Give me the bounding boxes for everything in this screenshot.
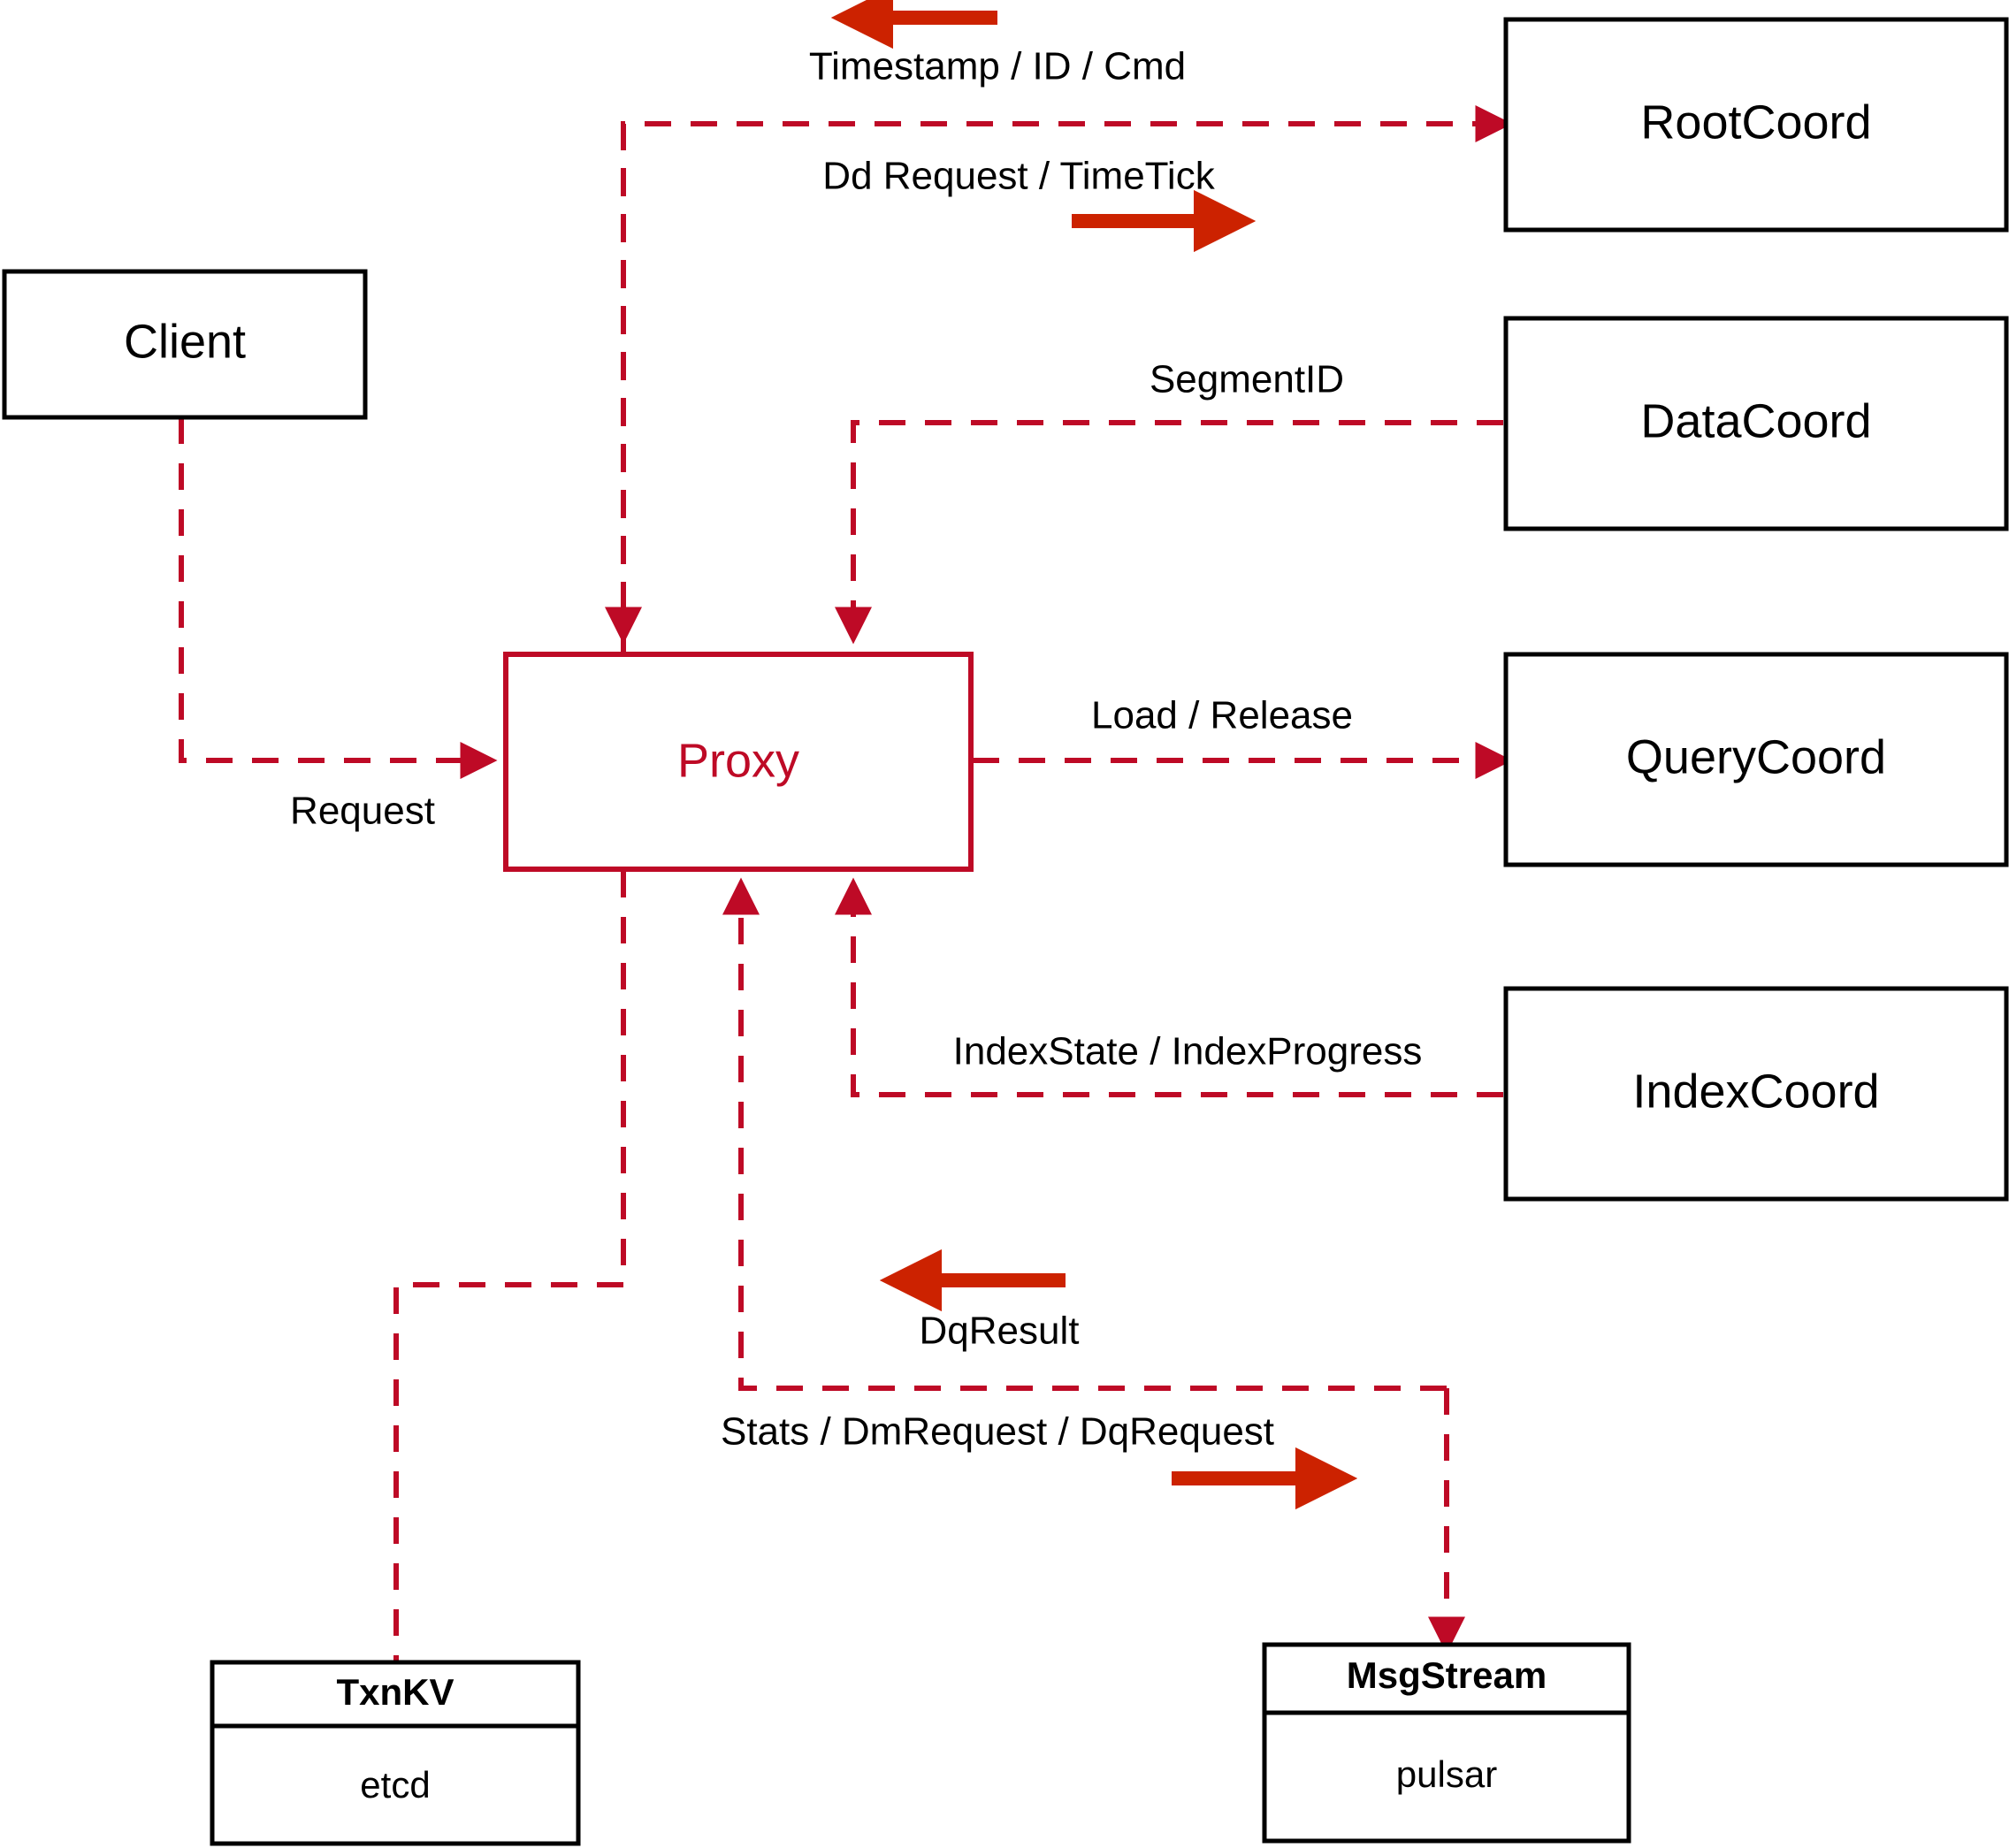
node-label-msgstream-title: MsgStream [1347, 1654, 1547, 1696]
edge-client-to-proxy [179, 417, 498, 779]
node-label-txnkv-title: TxnKV [336, 1671, 454, 1713]
node-label-client: Client [124, 315, 246, 368]
edge-label-indexstate-indexprogress: IndexState / IndexProgress [953, 1030, 1423, 1073]
node-label-datacoord: DataCoord [1640, 394, 1871, 447]
edge-label-dd-request-timetick: Dd Request / TimeTick [822, 155, 1215, 198]
node-label-proxy: Proxy [677, 734, 799, 787]
node-txnkv[interactable]: TxnKV etcd [210, 1660, 581, 1846]
edge-label-dqresult: DqResult [920, 1310, 1080, 1353]
edge-datacoord-to-proxy [835, 420, 1503, 645]
edge-proxy-to-rootcoord [621, 105, 1513, 654]
node-datacoord[interactable]: DataCoord [1503, 316, 2009, 531]
node-msgstream[interactable]: MsgStream pulsar [1262, 1642, 1631, 1844]
node-proxy[interactable]: Proxy [503, 652, 974, 872]
node-querycoord[interactable]: QueryCoord [1503, 652, 2009, 867]
node-client[interactable]: Client [2, 269, 368, 420]
edge-proxy-to-txnkv [393, 871, 626, 1662]
node-label-querycoord: QueryCoord [1626, 730, 1886, 783]
edge-label-timestamp-id-cmd: Timestamp / ID / Cmd [809, 45, 1186, 88]
node-indexcoord[interactable]: IndexCoord [1503, 986, 2009, 1202]
edge-label-request: Request [290, 790, 435, 833]
edge-indexcoord-to-proxy [835, 877, 1503, 1097]
node-label-rootcoord: RootCoord [1640, 95, 1871, 149]
edge-label-stats-dmrequest-dqrequest: Stats / DmRequest / DqRequest [721, 1410, 1274, 1454]
edge-label-segmentid: SegmentID [1150, 358, 1344, 401]
node-label-msgstream-body: pulsar [1396, 1753, 1497, 1795]
node-rootcoord[interactable]: RootCoord [1503, 17, 2009, 233]
edge-label-load-release: Load / Release [1091, 694, 1353, 737]
edge-msgstream-to-proxy [722, 877, 1447, 1391]
node-label-indexcoord: IndexCoord [1632, 1065, 1879, 1118]
node-label-txnkv-body: etcd [360, 1764, 430, 1806]
